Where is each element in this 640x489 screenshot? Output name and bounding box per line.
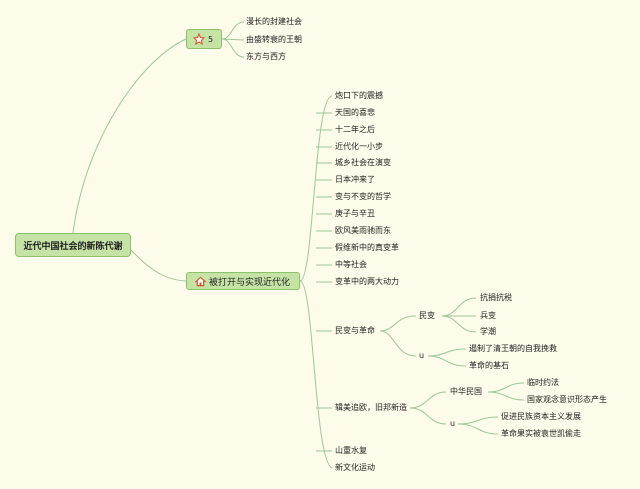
connector xyxy=(221,21,245,40)
connector xyxy=(441,315,477,333)
topic-item[interactable]: 抗捐抗税 xyxy=(480,293,512,302)
topic-item[interactable]: 变与不变的哲学 xyxy=(335,192,391,201)
connector xyxy=(379,330,417,357)
connector xyxy=(72,38,187,234)
topic-item[interactable]: 促进民族资本主义发展 xyxy=(501,412,581,421)
topic-item[interactable]: 假维新中的真变革 xyxy=(335,243,399,252)
topic-item[interactable]: 日本冲来了 xyxy=(335,175,375,184)
connector xyxy=(221,38,245,58)
connector xyxy=(427,348,467,357)
topic-item[interactable]: 变革中的两大动力 xyxy=(335,277,399,286)
topic-item[interactable]: 城乡社会在演变 xyxy=(335,158,391,167)
connector xyxy=(379,315,417,332)
connector xyxy=(409,391,447,409)
branch-home-topic[interactable]: 被打开与实现近代化 xyxy=(186,272,300,290)
branch-label: 被打开与实现近代化 xyxy=(209,277,291,288)
connector xyxy=(130,249,187,282)
subtopic-minbian[interactable]: 民变 xyxy=(419,311,435,320)
connector xyxy=(427,355,467,367)
branch-label: 5 xyxy=(208,34,214,44)
topic-item[interactable]: 革命果实被袁世凯偷走 xyxy=(501,429,581,438)
topic-item[interactable]: 山重水复 xyxy=(335,446,367,455)
connector xyxy=(221,38,245,41)
topic-item[interactable]: 由盛转衰的王朝 xyxy=(246,35,302,44)
home-icon xyxy=(195,276,206,286)
topic-item[interactable]: 欧风美雨驰而东 xyxy=(335,226,391,235)
connector xyxy=(487,391,525,401)
topic-item[interactable]: 新文化运动 xyxy=(335,463,375,472)
connector xyxy=(299,95,333,282)
topic-item[interactable]: 国家观念意识形态产生 xyxy=(527,395,607,404)
topic-item[interactable]: 革命的基石 xyxy=(469,361,509,370)
topic-item[interactable]: 中等社会 xyxy=(335,260,367,269)
topic-item[interactable]: 学潮 xyxy=(480,327,496,336)
connector xyxy=(457,423,499,435)
connector xyxy=(441,297,477,317)
topic-item[interactable]: 炮口下的震撼 xyxy=(335,91,383,100)
connector xyxy=(487,382,525,393)
topic-item[interactable]: 近代化一小步 xyxy=(335,142,383,151)
topic-item[interactable]: 兵变 xyxy=(480,311,496,320)
topic-item[interactable]: 十二年之后 xyxy=(335,125,375,134)
topic-item[interactable]: 遏制了清王朝的自我挽救 xyxy=(469,344,557,353)
topic-minbian[interactable]: 民变与革命 xyxy=(335,326,375,335)
branch-star-topic[interactable]: 5 xyxy=(186,29,222,49)
subtopic-u[interactable]: u xyxy=(450,419,456,428)
connector xyxy=(409,407,447,425)
topic-item[interactable]: 庚子与辛丑 xyxy=(335,209,375,218)
star-icon xyxy=(193,33,205,45)
subtopic-minguo[interactable]: 中华民国 xyxy=(450,387,482,396)
topic-ruanmei[interactable]: 辑美追欧，旧邦新造 xyxy=(335,403,407,412)
connector xyxy=(299,280,333,469)
topic-item[interactable]: 漫长的封建社会 xyxy=(246,17,302,26)
topic-item[interactable]: 临时约法 xyxy=(527,378,559,387)
topic-item[interactable]: 东方与西方 xyxy=(246,52,286,61)
central-topic[interactable]: 近代中国社会的新陈代谢 xyxy=(15,233,131,257)
topic-item[interactable]: 天国的喜悲 xyxy=(335,108,375,117)
subtopic-u[interactable]: u xyxy=(419,351,425,360)
connector xyxy=(457,416,499,425)
